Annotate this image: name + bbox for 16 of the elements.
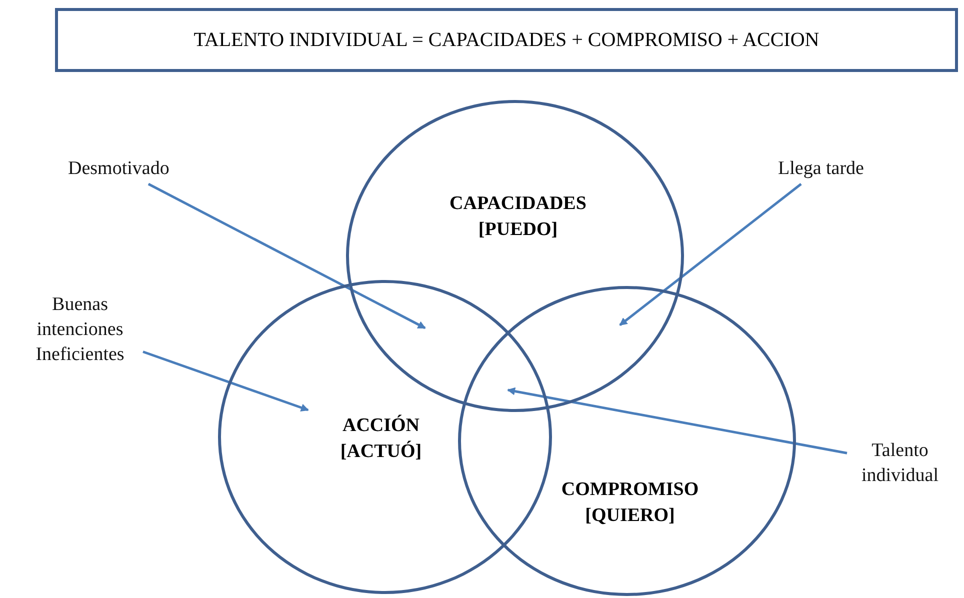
- callout-text: Talento individual: [850, 438, 950, 488]
- circle-label: COMPROMISO [QUIERO]: [560, 478, 700, 528]
- callout-text: Desmotivado: [68, 156, 170, 181]
- circle-label: ACCIÓN [ACTUÓ]: [339, 414, 423, 464]
- leader-arrow: [507, 387, 848, 454]
- venn-circle: [346, 100, 684, 412]
- leader-arrow: [148, 182, 426, 330]
- title-box: [55, 8, 958, 72]
- leader-arrow: [619, 183, 802, 326]
- callout-text: Llega tarde: [778, 156, 864, 181]
- formula-text: TALENTO INDIVIDUAL = CAPACIDADES + COMPROMISO + ACCION: [194, 28, 820, 52]
- venn-circle: [218, 280, 552, 594]
- callout-text: Buenas intenciones Ineficientes: [20, 292, 140, 367]
- venn-circle: [458, 286, 796, 596]
- circle-label: CAPACIDADES [PUEDO]: [448, 192, 588, 242]
- leader-arrow: [142, 350, 309, 412]
